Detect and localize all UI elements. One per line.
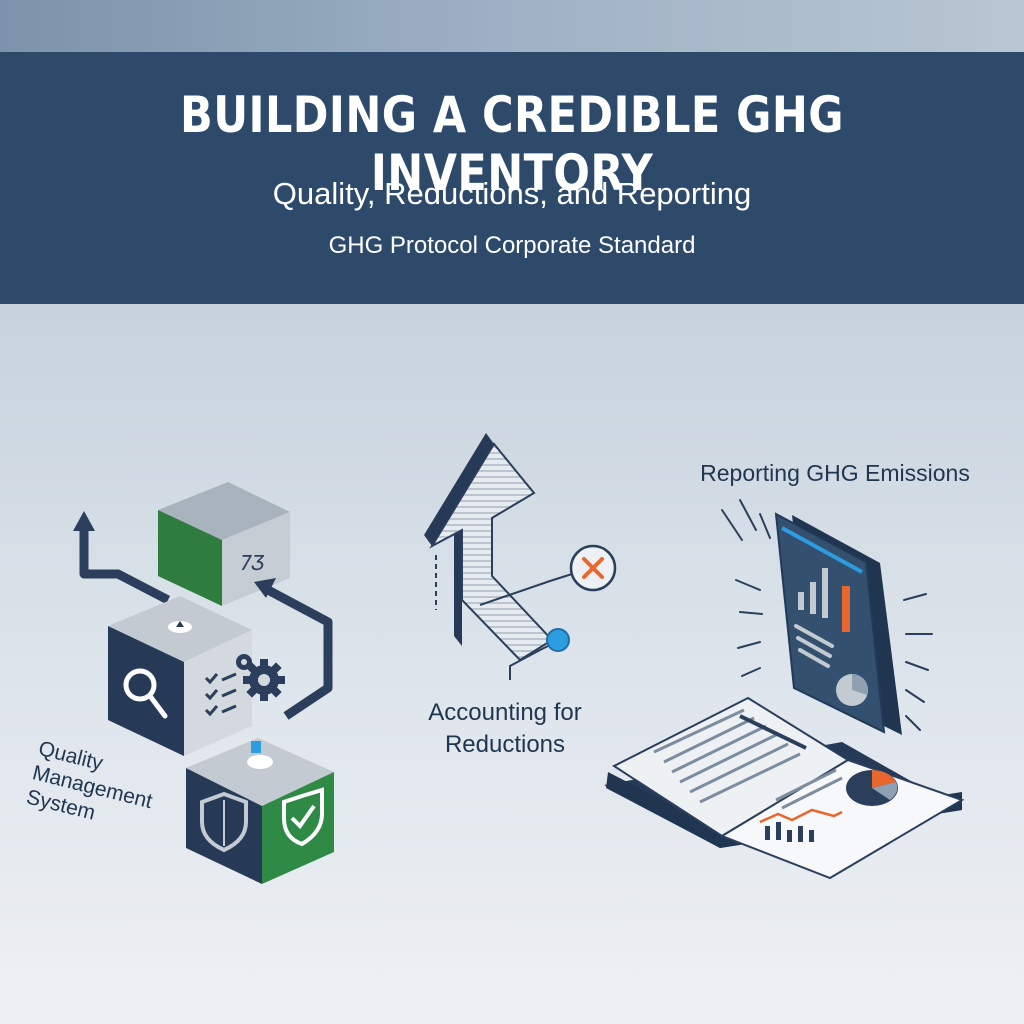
gear-icon <box>236 654 285 701</box>
shield-icon <box>200 791 248 853</box>
cycle-arrow-left <box>79 528 171 604</box>
reporting-label: Reporting GHG Emissions <box>700 460 970 486</box>
bar-chart-icon <box>798 568 850 632</box>
quality-cubes-group: 7Ʒ <box>73 482 334 884</box>
middle-cube <box>108 596 252 756</box>
page-title: BUILDING A CREDIBLE GHG INVENTORY <box>179 86 845 202</box>
up-arrow-icon <box>424 433 554 662</box>
book-pie-icon <box>846 770 898 806</box>
connector-line-x <box>479 573 573 606</box>
blue-dot-icon <box>546 628 570 652</box>
x-mark-icon <box>569 544 617 592</box>
line-chart-icon <box>759 808 843 842</box>
cycle-arrow-left-head <box>73 511 95 531</box>
reductions-label: Accounting for Reductions <box>428 699 582 758</box>
cube-glyph: 7Ʒ <box>240 551 265 575</box>
standard-caption: GHG Protocol Corporate Standard <box>328 232 696 259</box>
radiance-lines <box>721 499 933 731</box>
illustration: 7Ʒ <box>73 433 965 884</box>
checklist-icon <box>204 672 237 717</box>
cycle-arrow-right-head <box>254 578 276 598</box>
pie-chart-icon <box>836 674 868 706</box>
shield-check-icon <box>282 787 324 847</box>
top-strip <box>0 0 1024 52</box>
page-subtitle: Quality, Reductions, and Reporting <box>272 176 752 211</box>
magnifier-icon <box>123 668 168 719</box>
cycle-arrow-right <box>265 586 333 720</box>
report-panel-icon <box>774 512 902 735</box>
top-cube: 7Ʒ <box>158 482 290 606</box>
title-banner <box>0 52 1024 304</box>
open-book-icon <box>604 696 965 880</box>
bottom-cube <box>186 738 334 884</box>
